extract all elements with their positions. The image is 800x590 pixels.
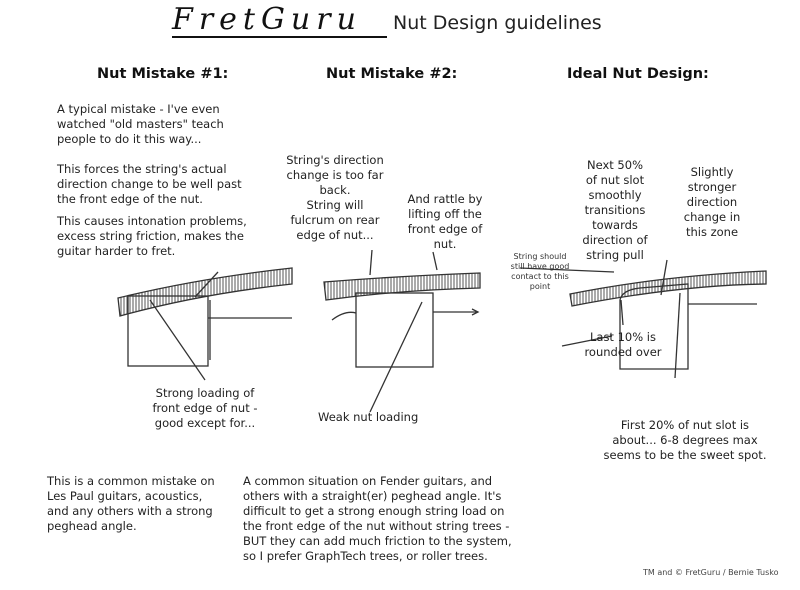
mistake1-heading: Nut Mistake #1: [97, 66, 229, 82]
fretguru-logo: FretGuru [172, 2, 362, 37]
mistake2-drawing [323, 249, 481, 413]
mistake1-para2: This forces the string's actual directio… [57, 162, 242, 206]
mistake2-callout-rattle: And rattle by lifting off the front edge… [407, 192, 483, 251]
mistake2-nut [355, 292, 434, 368]
mistake2-callout-fulcrum: String's direction change is too far bac… [286, 153, 384, 242]
ideal-callout-transition: Next 50% of nut slot smoothly transition… [582, 158, 648, 262]
mistake1-para3: This causes intonation problems, excess … [57, 214, 247, 258]
mistake1-arrow2 [194, 271, 219, 298]
mistake1-nut [127, 295, 209, 367]
ideal-heading: Ideal Nut Design: [567, 66, 709, 82]
ideal-callout-zone: Slightly stronger direction change in th… [683, 165, 741, 239]
page-title: Nut Design guidelines [393, 12, 602, 34]
ideal-callout-rounded: Last 10% is rounded over [584, 330, 662, 359]
mistake2-string [323, 272, 481, 301]
footer-credit: TM and © FretGuru / Bernie Tusko [643, 568, 779, 577]
mistake2-bottom-note: A common situation on Fender guitars, an… [243, 474, 512, 563]
ideal-callout-contact: String should still have good contact to… [510, 252, 570, 291]
ideal-string [569, 270, 767, 307]
mistake1-callout: Strong loading of front edge of nut - go… [152, 386, 258, 430]
mistake1-bottom-note: This is a common mistake on Les Paul gui… [47, 474, 215, 533]
ideal-nut [619, 283, 689, 370]
ideal-callout-first20: First 20% of nut slot is about... 6-8 de… [603, 418, 767, 462]
mistake2-callout-weak: Weak nut loading [318, 410, 419, 424]
mistake1-drawing [117, 267, 293, 381]
mistake1-arrow [149, 299, 206, 381]
mistake1-para1: A typical mistake - I've even watched "o… [57, 102, 224, 146]
mistake1-string [117, 267, 293, 317]
ideal-drawing [519, 259, 767, 379]
mistake2-heading: Nut Mistake #2: [326, 66, 458, 82]
logo-underline [172, 36, 387, 38]
